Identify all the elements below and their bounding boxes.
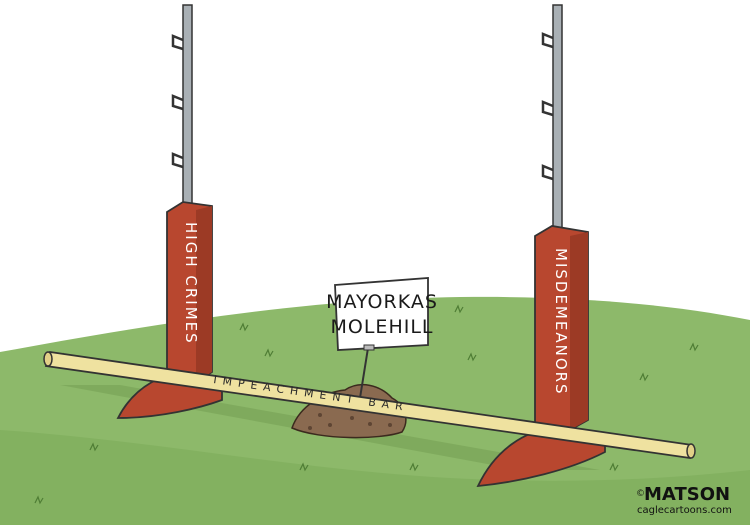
left-hook-1: [171, 34, 184, 51]
sign-stake: [359, 347, 369, 399]
right-hook-1: [541, 32, 554, 49]
signature-name: MATSON: [644, 484, 730, 505]
left-upright: HIGH CRIMES: [116, 4, 223, 419]
sign-line-2: MOLEHILL: [331, 316, 434, 338]
left-post-label: HIGH CRIMES: [182, 222, 200, 345]
grass-shading: [0, 430, 750, 525]
sign-line-1: MAYORKAS: [326, 291, 438, 313]
signature-copyright: ©: [636, 489, 645, 499]
sign-board: [334, 277, 429, 351]
molehill-sign: MAYORKAS MOLEHILL: [326, 277, 438, 399]
right-pole: [552, 4, 563, 234]
left-pole: [182, 4, 193, 211]
left-hook-3: [171, 152, 184, 169]
right-hook-2: [541, 100, 554, 117]
right-hook-3: [541, 164, 554, 181]
right-post-label: MISDEMEANORS: [552, 248, 570, 396]
left-hook-2: [171, 94, 184, 111]
signature-credit: caglecartoons.com: [637, 505, 732, 516]
artist-signature: © MATSON caglecartoons.com: [636, 484, 732, 516]
right-upright: MISDEMEANORS: [476, 4, 606, 488]
